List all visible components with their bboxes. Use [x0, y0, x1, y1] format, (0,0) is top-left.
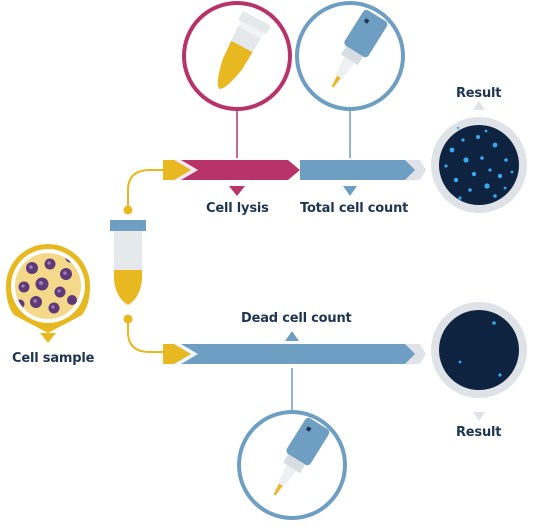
bottom-track-arrow	[163, 344, 426, 364]
result-top-label: Result	[456, 86, 502, 101]
pipette-bottom-icon	[237, 410, 347, 520]
dead-count-marker	[285, 331, 299, 341]
dead-cell-count-label: Dead cell count	[241, 311, 352, 326]
cell-dish-icon	[6, 244, 90, 333]
connectors	[123, 169, 163, 353]
cell-sample-label: Cell sample	[12, 351, 95, 366]
total-cell-count-label: Total cell count	[300, 201, 409, 216]
result-top-marker	[473, 101, 485, 110]
top-track-arrow	[163, 160, 426, 180]
microtube-icon	[182, 1, 292, 111]
result-top-circle	[431, 117, 527, 213]
pipette-icon	[295, 1, 405, 111]
result-bottom-marker	[473, 412, 485, 421]
cell-lysis-label: Cell lysis	[206, 201, 269, 216]
sample-marker	[40, 333, 56, 343]
total-count-marker	[343, 186, 357, 196]
sample-tube-icon	[110, 220, 146, 305]
result-bottom-label: Result	[456, 425, 502, 440]
result-bottom-circle	[431, 302, 527, 398]
lysis-marker	[229, 186, 245, 196]
